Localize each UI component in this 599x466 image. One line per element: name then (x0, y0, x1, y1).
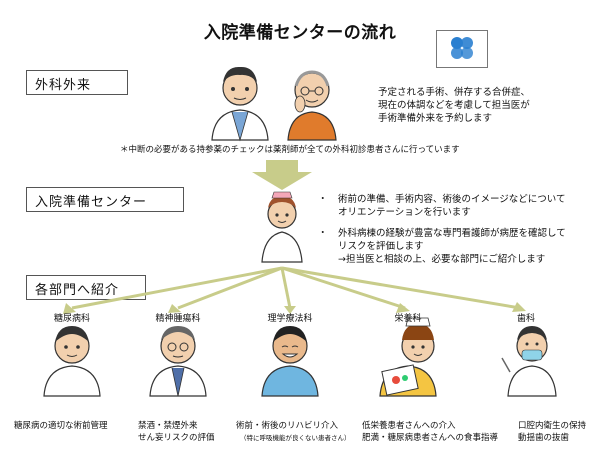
dietitian-illustration (379, 317, 437, 397)
center-item-line: オリエンテーションを行います (338, 207, 471, 218)
bullet: ・ (318, 228, 328, 239)
logo-graphic (451, 37, 473, 59)
dept-desc-line: 術前・術後のリハビリ介入 (236, 421, 339, 431)
branch-arrowheads (63, 302, 526, 314)
outpatient-desc-line: 予定される手術、併存する合併症、 (378, 87, 531, 98)
section-referral: 各部門へ紹介 (26, 275, 146, 300)
center-item: ・ 外科病棟の経験が豊富な専門看護師が病歴を確認して リスクを評価します →担当… (318, 227, 593, 266)
dept-desc-line: せん妄リスクの評価 (138, 433, 215, 443)
outpatient-description: 予定される手術、併存する合併症、 現在の体調などを考慮して担当医が 手術準備外来… (378, 86, 593, 125)
dept-desc-line: 口腔内衛生の保持 (518, 421, 587, 431)
logo (436, 30, 488, 68)
physical-therapist-illustration (261, 326, 319, 397)
nurse-illustration (261, 191, 303, 263)
center-item-line: リスクを評価します (338, 241, 424, 252)
dept-desc-line: 肥満・糖尿病患者さんへの食事指導 (362, 433, 499, 443)
dept-description: 糖尿病の適切な術前管理 (14, 420, 108, 432)
dept-description: 口腔内衛生の保持 動揺歯の抜歯 (518, 420, 586, 444)
psycho-oncology-doctor-illustration (149, 326, 207, 397)
dept-name: 糖尿病科 (53, 314, 90, 324)
dept-desc-sub: （特に呼吸機能が良くない患者さん） (240, 434, 351, 442)
dept-desc-line: 糖尿病の適切な術前管理 (14, 421, 108, 431)
center-item-line: →担当医と相談の上、必要な部門にご紹介します (338, 254, 546, 265)
dept-name: 理学療法科 (267, 314, 313, 324)
dept-description: 術前・術後のリハビリ介入 （特に呼吸機能が良くない患者さん） (236, 420, 351, 444)
pharmacist-note: ＊中断の必要がある持参薬のチェックは薬剤師が全ての外科初診患者さんに行っています (120, 145, 460, 155)
outpatient-desc-line: 手術準備外来を予約します (378, 113, 493, 124)
section-center: 入院準備センター (26, 187, 184, 212)
center-description: ・ 術前の準備、手術内容、術後のイメージなどについて オリエンテーションを行いま… (318, 193, 593, 266)
dept-description: 禁酒・禁煙外来 せん妄リスクの評価 (138, 420, 215, 444)
dept-name: 栄養科 (394, 314, 422, 324)
dept-desc-line: 低栄養患者さんへの介入 (362, 421, 456, 431)
doctor-illustration (211, 66, 269, 142)
dept-name: 精神腫瘍科 (155, 314, 201, 324)
section-outpatient: 外科外来 (26, 70, 128, 95)
down-arrow (252, 160, 312, 190)
dentist-illustration (501, 326, 557, 397)
branch-lines (71, 266, 521, 310)
center-item: ・ 術前の準備、手術内容、術後のイメージなどについて オリエンテーションを行いま… (318, 193, 593, 219)
dept-name: 歯科 (516, 314, 535, 324)
center-item-line: 外科病棟の経験が豊富な専門看護師が病歴を確認して (338, 228, 566, 239)
elderly-patient-illustration (287, 70, 337, 141)
dept-desc-line: 動揺歯の抜歯 (518, 433, 570, 443)
dept-desc-line: 禁酒・禁煙外来 (138, 421, 198, 431)
bullet: ・ (318, 194, 328, 205)
page-title: 入院準備センターの流れ (203, 23, 397, 43)
diabetes-doctor-illustration (43, 326, 101, 397)
center-item-line: 術前の準備、手術内容、術後のイメージなどについて (338, 194, 566, 205)
dept-description: 低栄養患者さんへの介入 肥満・糖尿病患者さんへの食事指導 (362, 420, 498, 444)
outpatient-desc-line: 現在の体調などを考慮して担当医が (378, 100, 530, 111)
